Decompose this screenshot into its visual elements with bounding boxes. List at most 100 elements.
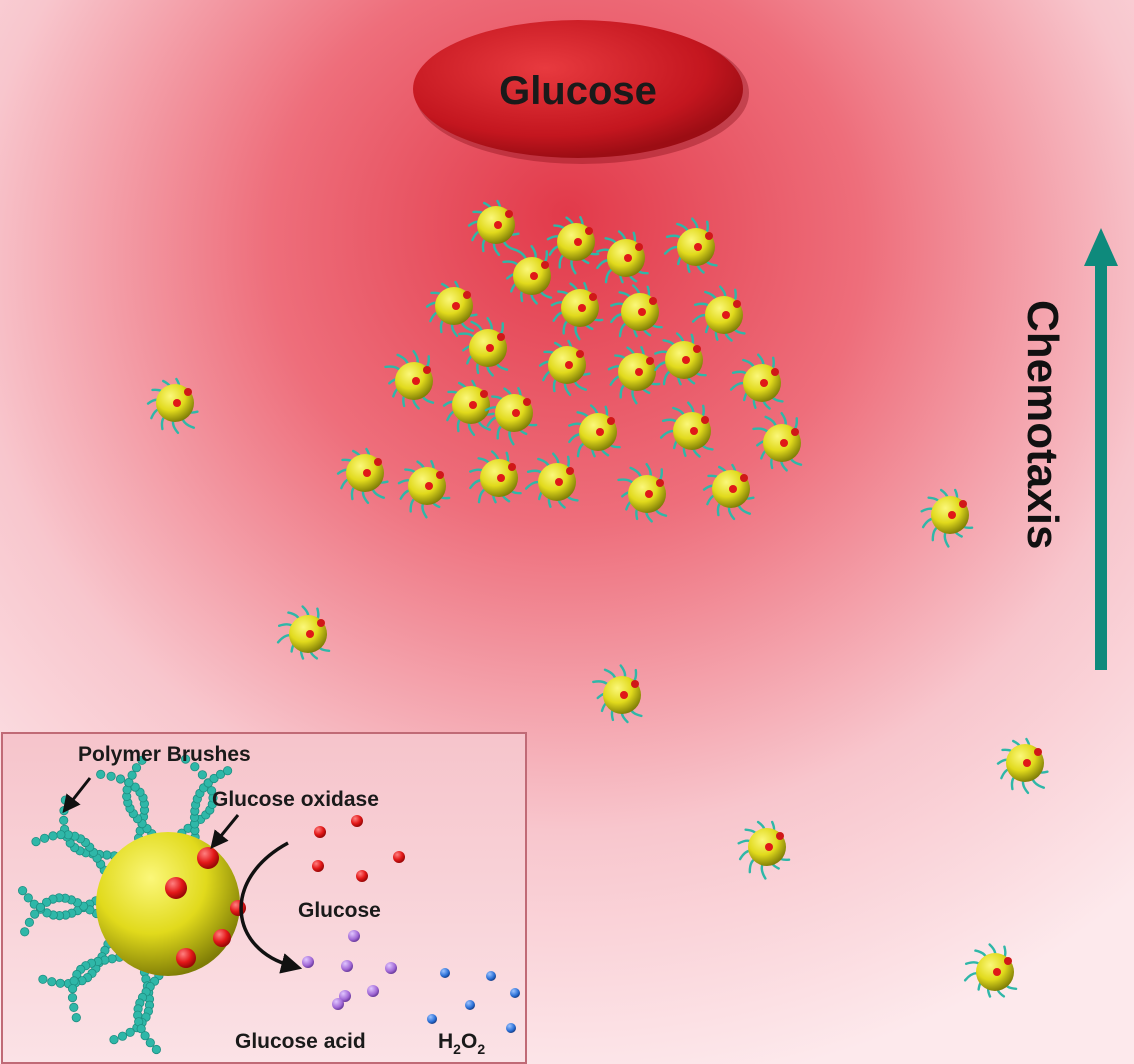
enzyme-dot	[494, 221, 502, 229]
enzyme-dot	[374, 458, 382, 466]
enzyme-dot	[959, 500, 967, 508]
brush-bead	[215, 769, 226, 780]
enzyme-dot	[576, 350, 584, 358]
brush-particle	[467, 199, 520, 257]
brush-bead	[55, 978, 65, 988]
brush-bead	[106, 771, 116, 781]
brush-bead	[140, 1031, 150, 1041]
enzyme-dot	[566, 467, 574, 475]
inset-brush-chain	[67, 950, 132, 1023]
brush-particle	[617, 463, 668, 523]
glucose-acid-molecule	[339, 990, 351, 1002]
brush-particle	[737, 820, 791, 880]
enzyme-dot	[740, 474, 748, 482]
peroxide-molecule	[440, 968, 450, 978]
brush-bead	[39, 833, 50, 843]
brush-particle	[920, 488, 974, 548]
glucose-acid-molecules	[302, 930, 397, 1010]
brush-bead	[223, 766, 233, 776]
inset-frame	[1, 732, 527, 1064]
glucose-molecule	[314, 826, 326, 838]
peroxide-molecule	[465, 1000, 475, 1010]
enzyme-dot	[436, 471, 444, 479]
brush-particle	[146, 377, 199, 435]
brush-bead	[35, 902, 46, 912]
glucose-source: Glucose	[413, 20, 749, 164]
glucose-source-label: Glucose	[499, 69, 657, 113]
enzyme-dot	[656, 479, 664, 487]
enzyme-dot	[555, 478, 563, 486]
enzyme-dot	[682, 356, 690, 364]
glucose-acid-molecule	[341, 960, 353, 972]
enzyme-dot	[722, 311, 730, 319]
brush-bead	[24, 917, 35, 928]
brush-particle	[659, 401, 714, 458]
enzyme-dot	[693, 345, 701, 353]
brush-particle	[752, 412, 803, 472]
enzyme-dot	[765, 843, 773, 851]
enzyme-dot	[690, 427, 698, 435]
brush-bead	[145, 1038, 155, 1048]
brush-particle	[336, 447, 389, 505]
brush-bead	[197, 770, 207, 780]
glucose-molecule	[312, 860, 324, 872]
enzyme-dot	[596, 428, 604, 436]
brush-bead	[209, 773, 219, 784]
brush-particle	[276, 605, 331, 660]
brush-bead	[109, 1035, 119, 1045]
brush-bead	[115, 774, 126, 784]
brush-bead	[38, 974, 48, 984]
label-polymer-brushes: Polymer Brushes	[78, 743, 251, 766]
brush-particle	[702, 463, 755, 521]
brush-bead	[67, 992, 78, 1003]
brush-particle	[502, 245, 553, 305]
brush-particle	[397, 460, 451, 519]
brush-particle	[691, 285, 746, 342]
brush-particle	[442, 379, 495, 437]
brush-particle	[610, 284, 663, 338]
enzyme-dot	[624, 254, 632, 262]
enzyme-dot	[363, 469, 371, 477]
brush-bead	[137, 755, 147, 765]
enzyme-dot	[635, 243, 643, 251]
brush-bead	[117, 1031, 128, 1041]
enzyme-dot	[948, 511, 956, 519]
enzyme-dot	[486, 344, 494, 352]
brush-bead	[59, 815, 69, 826]
brush-bead	[23, 893, 33, 903]
brush-bead	[56, 830, 66, 840]
label-h2o2: H2O2	[438, 1030, 485, 1057]
brush-particle	[546, 216, 600, 275]
brush-particle	[654, 332, 707, 386]
glucose-molecule	[351, 815, 363, 827]
peroxide-molecule	[486, 971, 496, 981]
enzyme-dot	[776, 832, 784, 840]
inset-enzyme-dot	[165, 877, 187, 899]
brush-bead	[18, 885, 28, 896]
brush-particle	[384, 350, 435, 410]
brush-bead	[136, 1024, 146, 1034]
brush-particle	[592, 664, 643, 724]
brush-particle	[550, 282, 604, 341]
chemotaxis-indicator: Chemotaxis	[1018, 228, 1118, 670]
enzyme-dot	[497, 333, 505, 341]
enzyme-dot	[729, 485, 737, 493]
enzyme-dot	[733, 300, 741, 308]
enzyme-dot	[694, 243, 702, 251]
inset-particle-core	[96, 832, 240, 976]
enzyme-dot	[780, 439, 788, 447]
brush-particle	[596, 230, 649, 284]
glucose-ellipse	[413, 20, 743, 158]
brush-bead	[127, 770, 137, 780]
peroxide-molecule	[510, 988, 520, 998]
brush-bead	[31, 836, 41, 847]
enzyme-dot	[1034, 748, 1042, 756]
brush-bead	[130, 782, 140, 792]
reaction-arrow	[239, 841, 303, 974]
enzyme-dot	[523, 398, 531, 406]
brush-particle	[568, 404, 621, 458]
brush-bead	[71, 1012, 81, 1023]
brush-particle	[469, 450, 522, 504]
enzyme-dot	[760, 379, 768, 387]
glucose-acid-molecule	[302, 956, 314, 968]
